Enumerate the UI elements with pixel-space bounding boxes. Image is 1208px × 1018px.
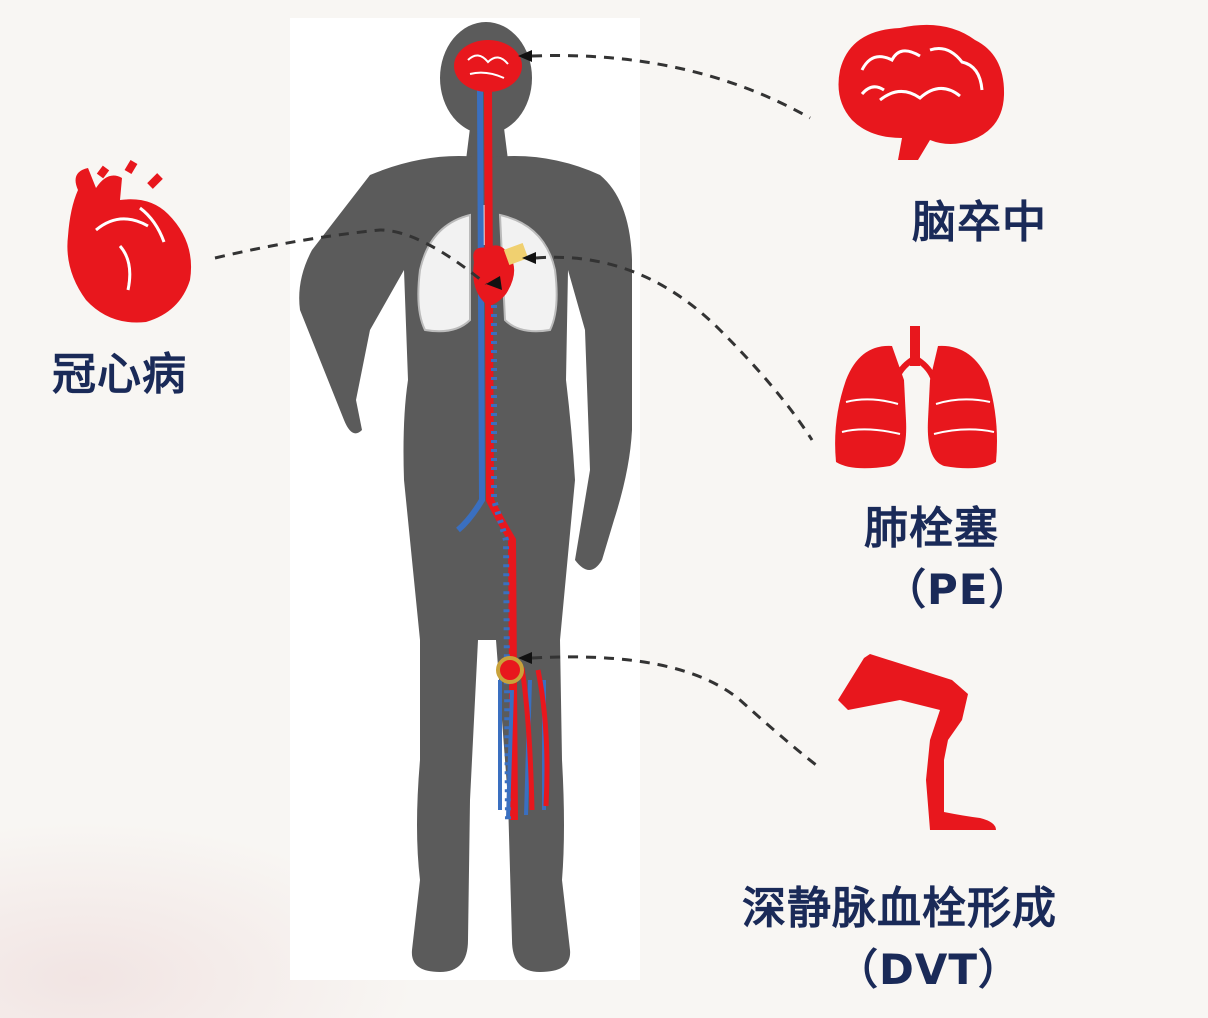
human-silhouette: [299, 22, 632, 972]
body-lungs: [417, 205, 558, 333]
brain-icon: [838, 24, 1005, 160]
heart-icon: [67, 159, 192, 323]
arrow-heads: [486, 50, 536, 664]
arrow-head-brain: [518, 50, 532, 62]
body-brain: [454, 40, 522, 96]
arrow-head-leg: [518, 652, 532, 664]
leader-line-chd: [214, 228, 487, 286]
leg-icon: [838, 654, 996, 830]
lungs-icon: [835, 326, 997, 469]
arrow-head-heart: [486, 276, 502, 290]
leader-line-pe: [535, 255, 814, 441]
label-coronary-heart-disease: 冠心病: [52, 349, 187, 400]
body-heart: [473, 243, 529, 305]
label-pe-abbr: （PE）: [884, 565, 1032, 614]
blood-vessels: [456, 89, 550, 821]
label-dvt-abbr: （DVT）: [836, 945, 1022, 994]
label-stroke: 脑卒中: [912, 197, 1047, 248]
leader-line-stroke: [531, 54, 811, 120]
leader-line-dvt: [531, 655, 821, 770]
arrow-head-lung: [522, 252, 536, 264]
leader-lines: [214, 54, 821, 770]
label-deep-vein-thrombosis: 深静脉血栓形成: [742, 883, 1057, 934]
label-pulmonary-embolism: 肺栓塞: [864, 503, 999, 554]
